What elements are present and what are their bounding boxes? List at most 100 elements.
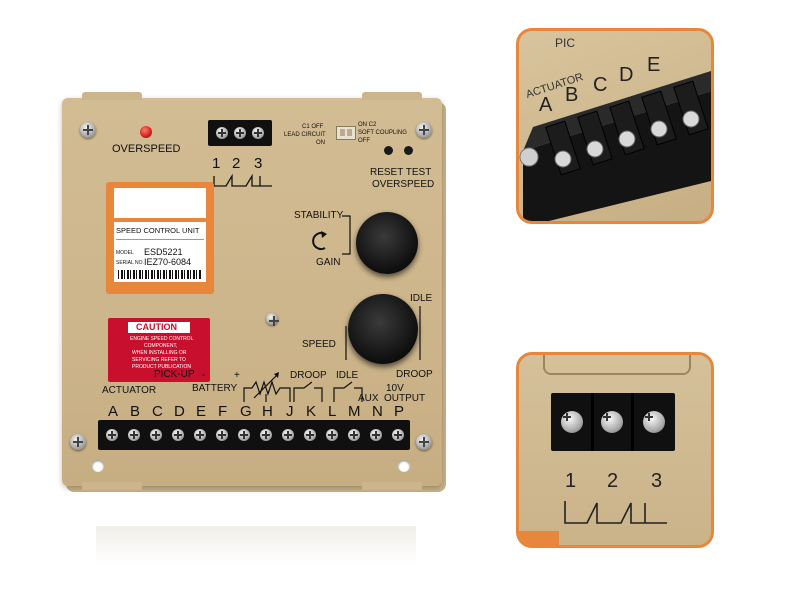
inset-letter: B xyxy=(565,84,579,106)
on-label: ON xyxy=(316,140,325,146)
nameplate: SPEED CONTROL UNIT MODEL ESD5221 SERIAL … xyxy=(106,182,214,294)
terminal-screw-icon[interactable] xyxy=(601,411,623,433)
inset-letter: D xyxy=(619,64,634,86)
overspeed-led-icon xyxy=(140,126,152,138)
caution-text: SERVICING REFER TO xyxy=(132,357,186,363)
mounting-screw-icon xyxy=(70,434,86,450)
speed-label: SPEED xyxy=(302,339,336,350)
dip-switch[interactable] xyxy=(336,126,356,140)
overspeed-label: OVERSPEED xyxy=(112,143,181,155)
caution-title-box xyxy=(128,322,190,333)
reset-button[interactable] xyxy=(384,146,393,155)
inset-number: 3 xyxy=(651,470,663,492)
bottom-inset-closeup: 1 2 3 xyxy=(516,352,714,548)
mounting-screw-icon xyxy=(80,122,96,138)
terminal-screw-icon[interactable] xyxy=(106,429,118,441)
top-left-tab xyxy=(82,92,142,100)
top-terminal-number: 2 xyxy=(232,155,241,172)
nameplate-body: SPEED CONTROL UNIT MODEL ESD5221 SERIAL … xyxy=(114,222,206,282)
terminal-screw-icon[interactable] xyxy=(348,429,360,441)
mounting-screw-icon xyxy=(416,434,432,450)
inset-terminal-block xyxy=(519,71,711,221)
terminal-letter: L xyxy=(328,403,337,420)
inset-terminal-divider xyxy=(631,393,634,451)
minus-label: - xyxy=(202,370,206,381)
terminal-screw-icon[interactable] xyxy=(260,429,272,441)
off-label: OFF xyxy=(358,138,370,144)
inset-orange-corner xyxy=(519,531,559,545)
terminal-letter: G xyxy=(240,403,252,420)
soft-coupling-label: SOFT COUPLING xyxy=(358,130,407,136)
top-terminal-block xyxy=(208,120,272,146)
inset-pick-label: PIC xyxy=(555,36,576,50)
nameplate-title: SPEED CONTROL UNIT xyxy=(116,226,200,235)
bottom-left-tab xyxy=(82,482,142,490)
terminal-screw-icon[interactable] xyxy=(128,429,140,441)
terminal-letter: F xyxy=(218,403,228,420)
terminal-screw-icon[interactable] xyxy=(216,429,228,441)
caution-label: CAUTION ENGINE SPEED CONTROL COMPONENT, … xyxy=(108,318,210,382)
stability-gain-knob[interactable] xyxy=(356,212,418,274)
terminal-screw-icon[interactable] xyxy=(326,429,338,441)
terminal-letter: J xyxy=(286,403,294,420)
mounting-hole xyxy=(398,460,410,472)
bottom-right-tab xyxy=(362,482,422,490)
terminal-screw-icon[interactable] xyxy=(150,429,162,441)
top-terminal-number: 1 xyxy=(212,155,221,172)
terminal-screw-icon[interactable] xyxy=(282,429,294,441)
nameplate-white-window xyxy=(114,188,206,218)
potentiometer-symbol-icon xyxy=(243,372,291,402)
reset-test-label: RESET TEST xyxy=(370,167,432,178)
unit-reflection xyxy=(96,526,416,566)
caution-text: WHEN INSTALLING OR xyxy=(132,350,187,356)
ten-v-label: 10V xyxy=(386,383,404,394)
top-right-tab xyxy=(362,92,422,100)
droop-label: DROOP xyxy=(396,369,433,380)
terminal-screw-icon[interactable] xyxy=(234,127,246,139)
inset-coil-symbol-icon xyxy=(564,501,667,524)
caution-text: ENGINE SPEED CONTROL xyxy=(130,336,194,342)
terminal-screw-icon[interactable] xyxy=(392,429,404,441)
terminal-screw-icon[interactable] xyxy=(216,127,228,139)
inset-number: 1 xyxy=(565,470,577,492)
overspeed-test-button[interactable] xyxy=(404,146,413,155)
idle-terminal-label: IDLE xyxy=(336,370,359,381)
overspeed-button-label: OVERSPEED xyxy=(372,179,435,190)
model-value: ESD5221 xyxy=(144,247,183,257)
terminal-letter: D xyxy=(174,403,185,420)
mounting-hole xyxy=(92,460,104,472)
inset-terminal-divider xyxy=(591,393,594,451)
mounting-screw-icon xyxy=(416,122,432,138)
on-c2-label: ON C2 xyxy=(358,122,377,128)
inset-letter: E xyxy=(647,54,661,76)
caution-title: CAUTION xyxy=(136,322,177,332)
terminal-screw-icon[interactable] xyxy=(643,411,665,433)
terminal-letter: B xyxy=(130,403,141,420)
stability-label: STABILITY xyxy=(294,210,344,221)
terminal-letter: N xyxy=(372,403,383,420)
speed-knob[interactable] xyxy=(348,294,418,364)
terminal-screw-icon[interactable] xyxy=(252,127,264,139)
serial-value: IEZ70-6084 xyxy=(144,257,192,267)
terminal-letter: K xyxy=(306,403,317,420)
inset-top-edge xyxy=(543,355,691,375)
switch-symbols-icon xyxy=(293,381,363,402)
terminal-screw-icon[interactable] xyxy=(172,429,184,441)
lead-circuit-label: LEAD CIRCUIT xyxy=(284,132,326,138)
gain-label: GAIN xyxy=(316,257,341,268)
battery-label: BATTERY xyxy=(192,383,238,394)
terminal-screw-icon[interactable] xyxy=(370,429,382,441)
terminal-screw-icon[interactable] xyxy=(194,429,206,441)
inset-number: 2 xyxy=(607,470,619,492)
terminal-screw-icon[interactable] xyxy=(304,429,316,441)
terminal-screw-icon[interactable] xyxy=(561,411,583,433)
plus-label: + xyxy=(234,370,240,381)
terminal-screw-icon[interactable] xyxy=(238,429,250,441)
inset-top-terminal-block xyxy=(551,393,675,451)
caution-text: PRODUCT PUBLICATION xyxy=(132,364,191,370)
serial-label: SERIAL NO. xyxy=(116,260,144,266)
output-label: OUTPUT xyxy=(384,393,426,404)
idle-droop-bracket-icon xyxy=(419,306,421,360)
top-terminal-number: 3 xyxy=(254,155,263,172)
bottom-terminal-block xyxy=(98,420,410,450)
